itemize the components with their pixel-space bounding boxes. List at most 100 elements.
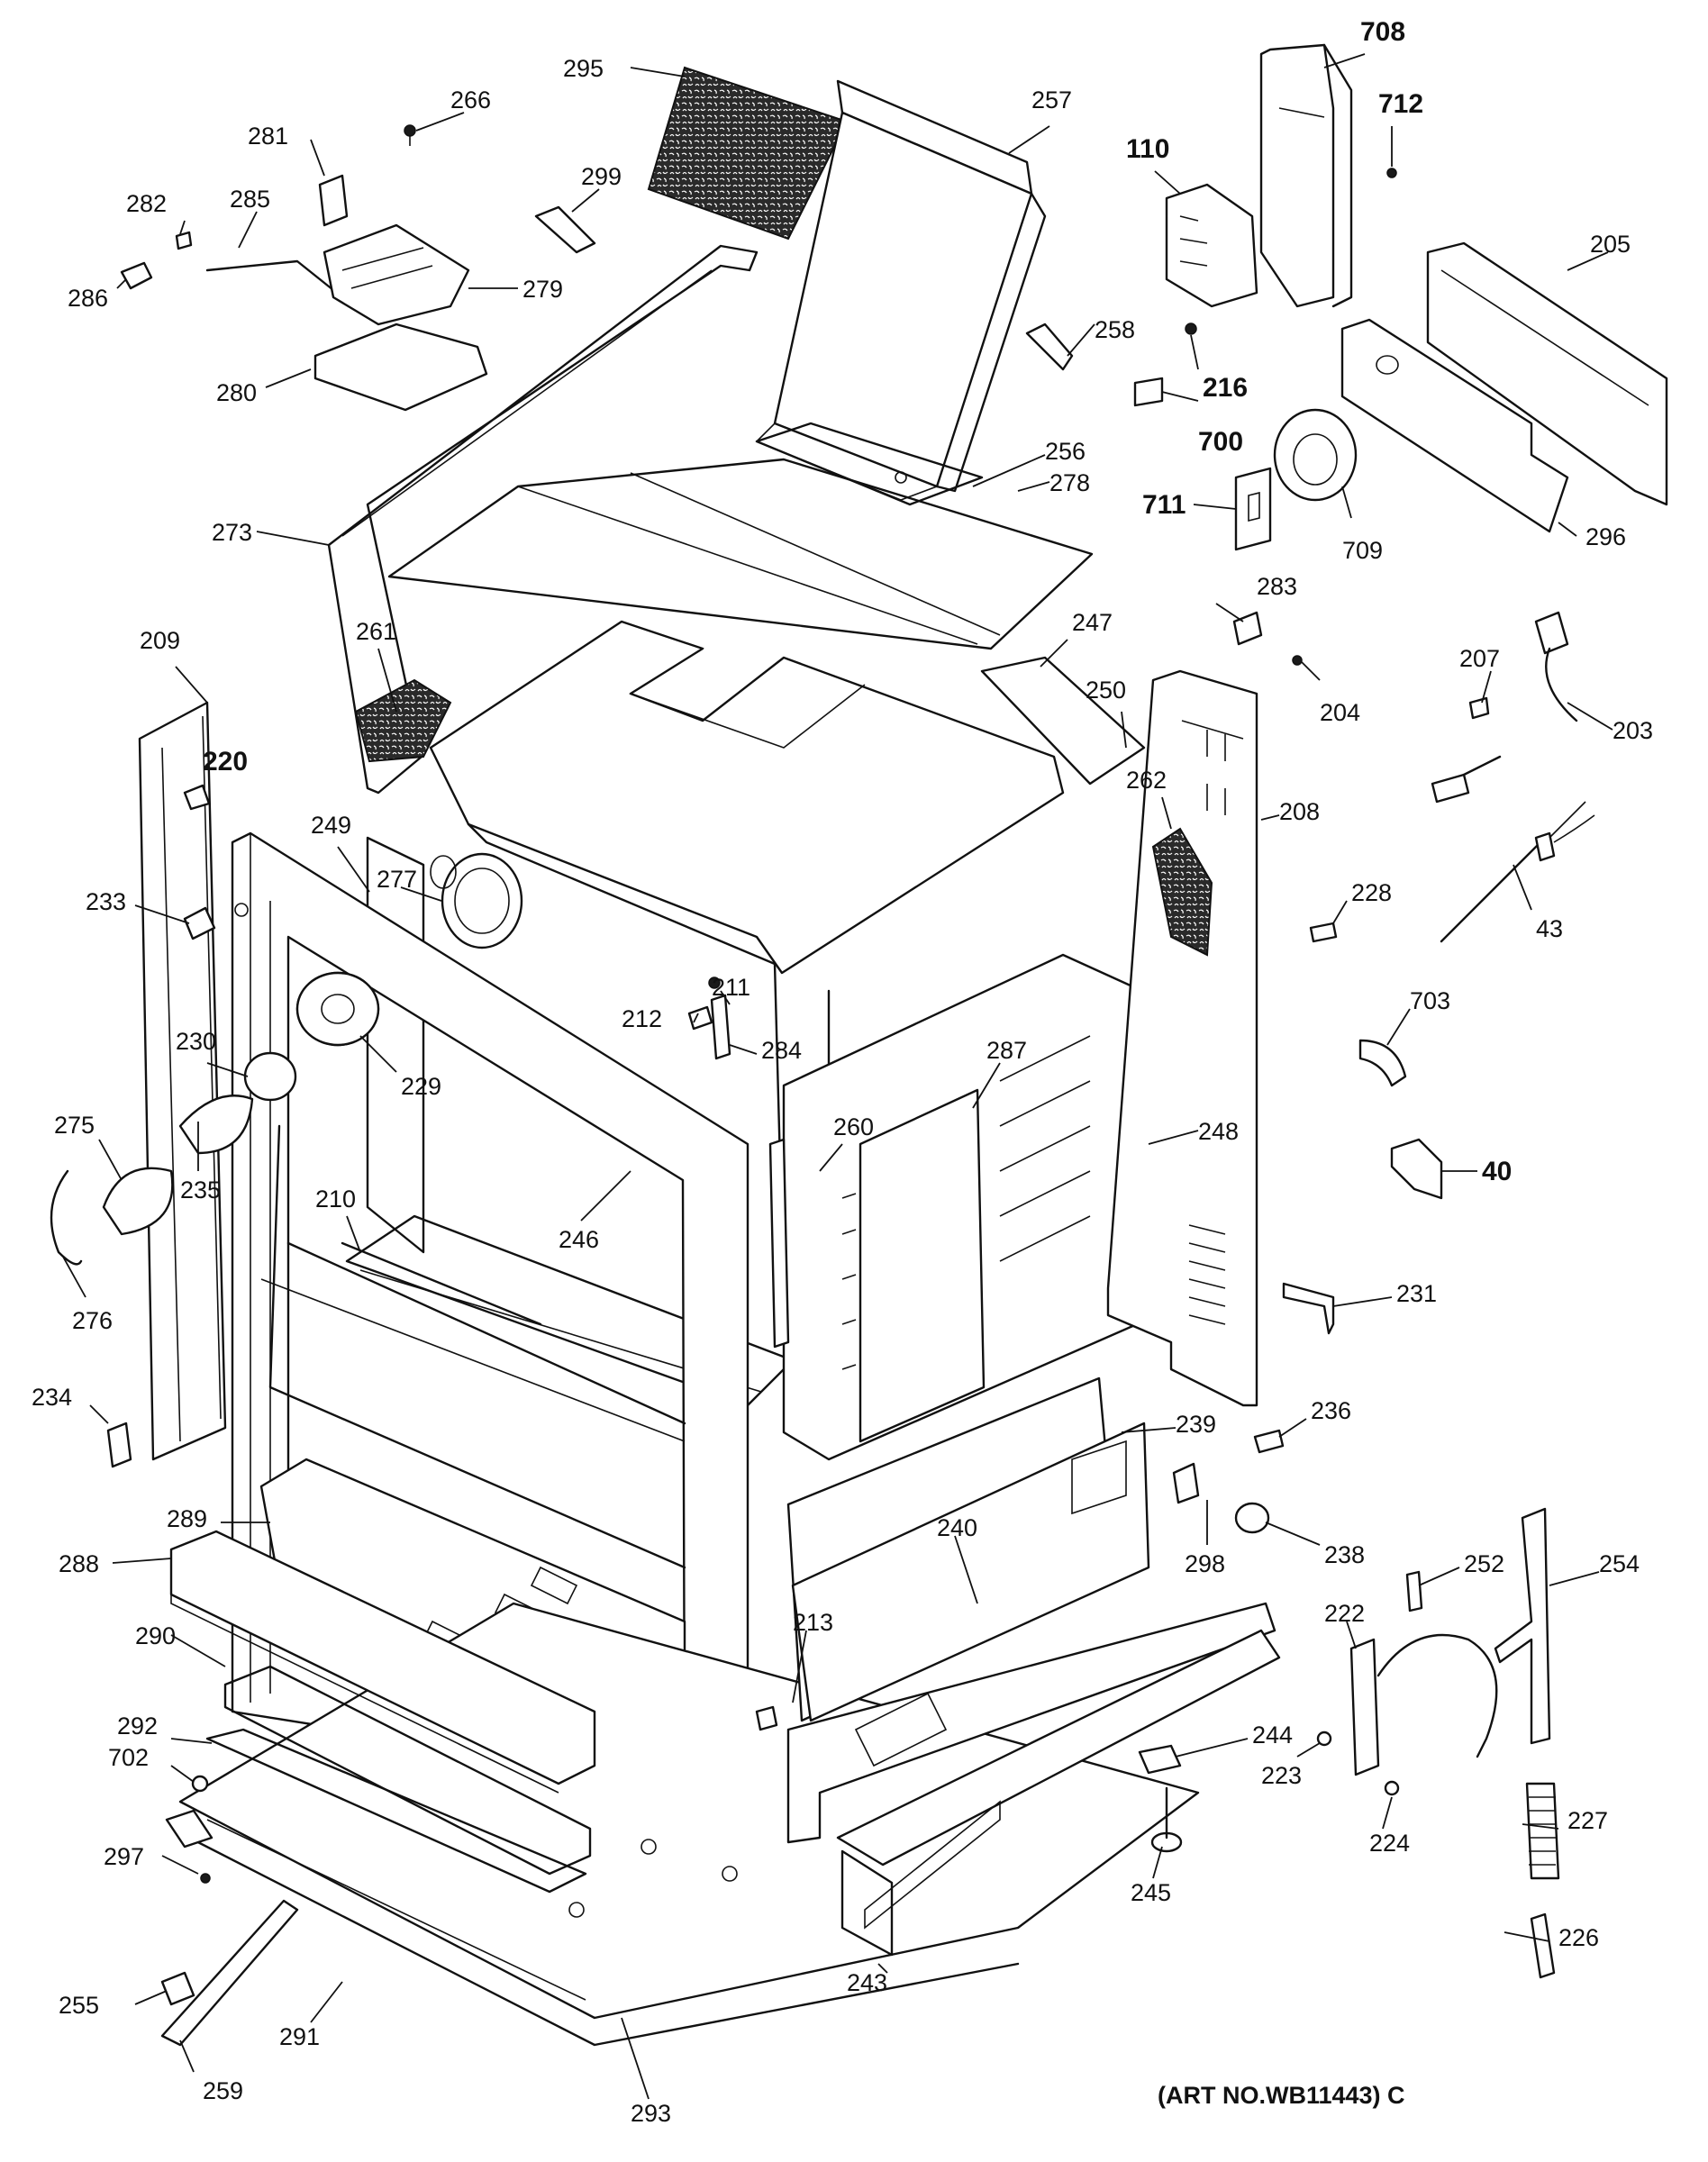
callout-233: 233 [86, 888, 126, 915]
hinge-254 [1494, 1507, 1551, 1745]
callout-280: 280 [216, 379, 257, 406]
callout-205: 205 [1590, 231, 1631, 258]
callout-247: 247 [1072, 609, 1113, 636]
art-number: (ART NO.WB11443) C [1158, 2082, 1405, 2109]
callout-244: 244 [1252, 1721, 1293, 1749]
callout-212: 212 [622, 1005, 662, 1032]
callout-712: 712 [1378, 89, 1423, 119]
lower-rear-panel [786, 1376, 1150, 1722]
callout-293: 293 [631, 2100, 671, 2127]
callout-255: 255 [59, 1992, 99, 2019]
clip-213 [755, 1705, 778, 1731]
insulation-blanket [647, 66, 849, 241]
callout-249: 249 [311, 812, 351, 839]
leader-lines [62, 53, 1613, 2100]
callout-207: 207 [1459, 645, 1500, 672]
relay-box-708 [1259, 43, 1353, 308]
callout-702: 702 [108, 1744, 149, 1771]
callout-222: 222 [1324, 1600, 1365, 1627]
callout-289: 289 [167, 1505, 207, 1532]
callout-281: 281 [248, 123, 288, 150]
callout-213: 213 [793, 1609, 833, 1636]
bracket-258 [1025, 322, 1074, 371]
callout-228: 228 [1351, 879, 1392, 906]
gasket-229 [295, 971, 380, 1047]
callout-246: 246 [559, 1226, 599, 1253]
callout-224: 224 [1369, 1830, 1410, 1857]
plate-711 [1234, 467, 1272, 551]
callout-260: 260 [833, 1113, 874, 1140]
shield-703 [1358, 1039, 1407, 1087]
drawer-rail-259 [160, 1899, 299, 2047]
callout-40: 40 [1482, 1157, 1512, 1186]
callout-286: 286 [68, 285, 108, 312]
callout-283: 283 [1257, 573, 1297, 600]
callout-288: 288 [59, 1550, 99, 1577]
callout-230: 230 [176, 1028, 216, 1055]
right-side-panel [1106, 669, 1258, 1407]
bracket-212 [687, 1005, 713, 1031]
clip-207 [1468, 696, 1490, 720]
callout-299: 299 [581, 163, 622, 190]
washer-702 [191, 1775, 209, 1793]
callout-296: 296 [1585, 523, 1626, 550]
screw-297 [200, 1873, 211, 1884]
spring-hook-226 [1530, 1912, 1556, 1979]
screw-216 [1185, 322, 1197, 335]
knob-255 [160, 1971, 195, 2006]
spark-electrode [534, 205, 596, 254]
callout-231: 231 [1396, 1280, 1437, 1307]
leveling-leg-245 [1150, 1786, 1183, 1853]
callout-295: 295 [563, 55, 604, 82]
callout-211: 211 [712, 974, 750, 1001]
power-cord-203 [1431, 611, 1578, 804]
callout-275: 275 [54, 1112, 95, 1139]
callout-235: 235 [180, 1176, 221, 1204]
callout-220: 220 [203, 747, 248, 777]
callout-278: 278 [1049, 469, 1090, 496]
callout-210: 210 [315, 1185, 356, 1213]
oven-rack-support-210 [341, 1241, 542, 1326]
callout-258: 258 [1095, 316, 1135, 343]
callout-708: 708 [1360, 17, 1405, 47]
drawer-bottom-bracket [165, 1809, 214, 1849]
burner-valve-assembly [205, 223, 470, 326]
kick-plate [169, 1530, 596, 1794]
lamp-socket-233 [183, 906, 216, 940]
bracket-244 [1138, 1744, 1182, 1775]
callout-276: 276 [72, 1307, 113, 1334]
screw-712 [1386, 168, 1397, 178]
callout-257: 257 [1031, 86, 1072, 114]
callout-254: 254 [1599, 1550, 1640, 1577]
oven-right-side-panel [782, 953, 1144, 1461]
callout-285: 285 [230, 186, 270, 213]
screw-266 [404, 124, 416, 146]
callout-273: 273 [212, 519, 252, 546]
callout-292: 292 [117, 1712, 158, 1740]
callout-252: 252 [1464, 1550, 1504, 1577]
clip-700 [1133, 377, 1164, 407]
callout-291: 291 [279, 2023, 320, 2050]
callout-234: 234 [32, 1384, 72, 1411]
callout-226: 226 [1558, 1924, 1599, 1951]
clip-228 [1309, 922, 1338, 943]
callout-243: 243 [847, 1969, 887, 1996]
strip-260 [768, 1138, 790, 1349]
clip-282 [175, 231, 193, 250]
callout-110: 110 [1126, 134, 1169, 164]
knob-298 [1172, 1462, 1200, 1504]
callout-216: 216 [1203, 373, 1248, 403]
spring-227 [1525, 1782, 1560, 1880]
insulation-262 [1151, 827, 1213, 957]
callout-290: 290 [135, 1622, 176, 1649]
hinge-222 [1349, 1633, 1498, 1776]
callout-284: 284 [761, 1037, 802, 1064]
rear-panel [327, 244, 759, 795]
screw-211 [708, 977, 721, 989]
callout-262: 262 [1126, 767, 1167, 794]
back-guard-205 [1426, 241, 1668, 506]
callout-43: 43 [1536, 915, 1563, 942]
callout-208: 208 [1279, 798, 1320, 825]
thermostat-709 [1273, 408, 1358, 502]
top-rear-bracket [980, 656, 1146, 786]
